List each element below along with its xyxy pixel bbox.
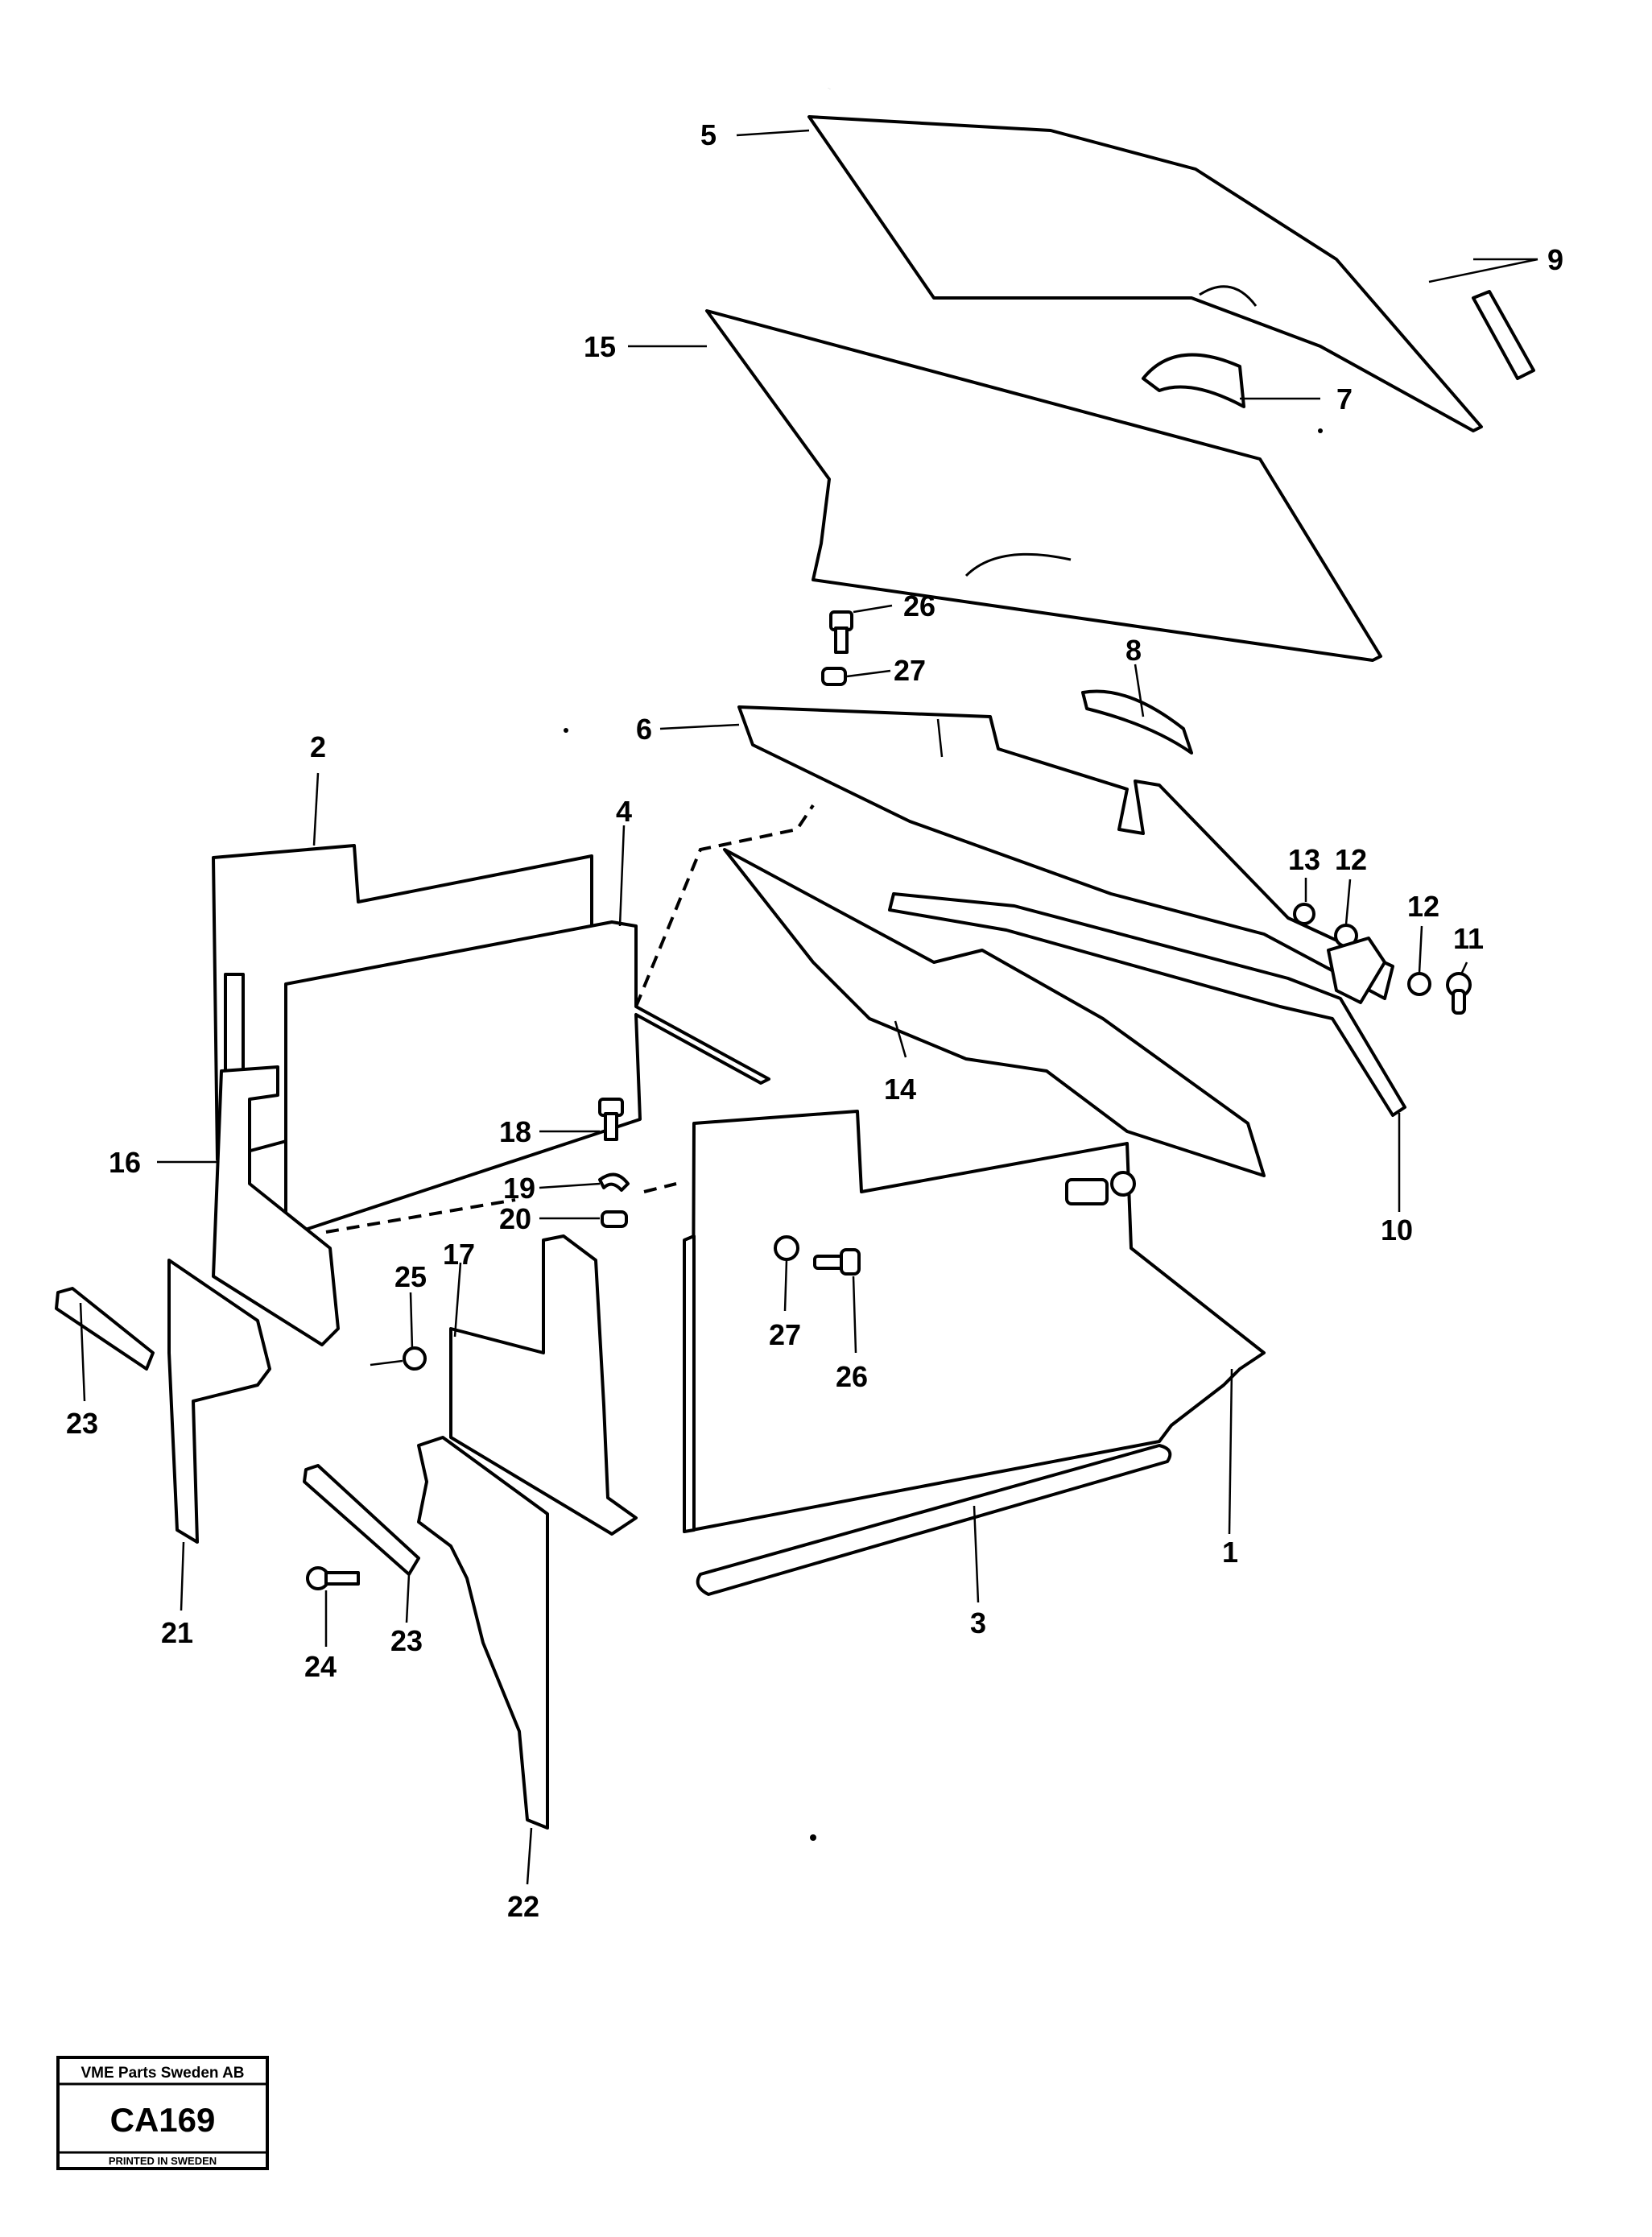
callout-14: 14 [884,1073,916,1106]
callout-17: 17 [443,1238,475,1271]
part-23-strip-left [55,1287,155,1371]
callout-labels: 5 9 15 7 26 27 8 6 2 4 13 12 12 11 14 10… [66,118,1563,1923]
title-block-company: VME Parts Sweden AB [81,2065,244,2082]
callout-7: 7 [1336,382,1353,416]
callout-9: 9 [1547,243,1563,276]
bracket-hinge [1327,937,1386,1004]
callout-25: 25 [394,1260,427,1293]
part-27-washer-top [821,667,847,686]
callout-27-mid: 27 [769,1318,801,1351]
callout-19: 19 [503,1172,535,1205]
callout-1: 1 [1222,1536,1238,1569]
part-14-long-panel [723,848,1266,1177]
title-block-printed: PRINTED IN SWEDEN [109,2155,217,2167]
callout-4: 4 [616,795,632,828]
callout-12-b: 12 [1407,890,1439,923]
part-7-seal-arc [1142,353,1245,408]
part-11-wing-nut [1446,972,1472,1015]
callout-26-mid: 26 [836,1360,868,1393]
stray-dot [810,1834,816,1841]
dashed-connector-c [643,1182,677,1193]
leader-lines [79,129,1538,1885]
part-1-side-panel [683,1110,1266,1533]
callout-26-top: 26 [903,589,935,622]
callout-2: 2 [310,730,326,763]
part-8-seal [1081,689,1193,755]
callout-20: 20 [499,1202,531,1235]
part-27-washer-mid [774,1235,799,1261]
part-24-bolt [306,1566,360,1590]
dashed-connector-a [634,804,815,1007]
callout-16: 16 [109,1146,141,1179]
callout-13: 13 [1288,843,1320,876]
part-15-large-panel [705,309,1382,662]
callout-23-left: 23 [66,1407,98,1440]
part-3-strip [696,1444,1172,1596]
part-9-trim-frame [825,52,1535,380]
part-5-top-panel [807,115,1483,432]
callout-3: 3 [970,1606,986,1640]
callout-10: 10 [1381,1214,1413,1247]
part-12-washer-b [1407,972,1431,996]
callout-23-lower: 23 [390,1624,423,1657]
part-4-panel [284,920,770,1238]
part-22-bracket [417,1436,549,1830]
stray-dot [564,728,568,733]
part-10-rail [888,892,1406,1117]
part-18-bolt [598,1098,624,1141]
callout-15: 15 [584,330,616,363]
callout-8: 8 [1125,634,1142,667]
part-23-strip-lower [303,1464,420,1576]
part-16-bracket [212,1065,340,1346]
part-26-bolt-mid [813,1248,861,1276]
part-13-nut [1293,903,1315,925]
callout-27-top: 27 [894,654,926,687]
latch-hardware [1065,1171,1136,1205]
callout-18: 18 [499,1115,531,1148]
part-26-bolt-top [829,610,853,654]
callout-6: 6 [636,713,652,746]
stray-dot [1318,428,1323,433]
title-block: VME Parts Sweden AB CA169 PRINTED IN SWE… [56,2056,269,2170]
part-20-washer [601,1210,628,1228]
part-21-bracket [167,1259,271,1544]
part-17-bracket [449,1234,638,1536]
callout-11: 11 [1453,922,1484,955]
part-19-clip [598,1172,630,1192]
callout-5: 5 [700,118,717,151]
callout-21: 21 [161,1616,193,1649]
part-25-nut [403,1346,427,1371]
part-6-bracket-plate [737,705,1394,1000]
dashed-connector-b [325,1198,516,1234]
callout-24: 24 [304,1650,337,1683]
callout-22: 22 [507,1890,539,1923]
callout-12-a: 12 [1335,843,1367,876]
title-block-code: CA169 [110,2101,216,2139]
